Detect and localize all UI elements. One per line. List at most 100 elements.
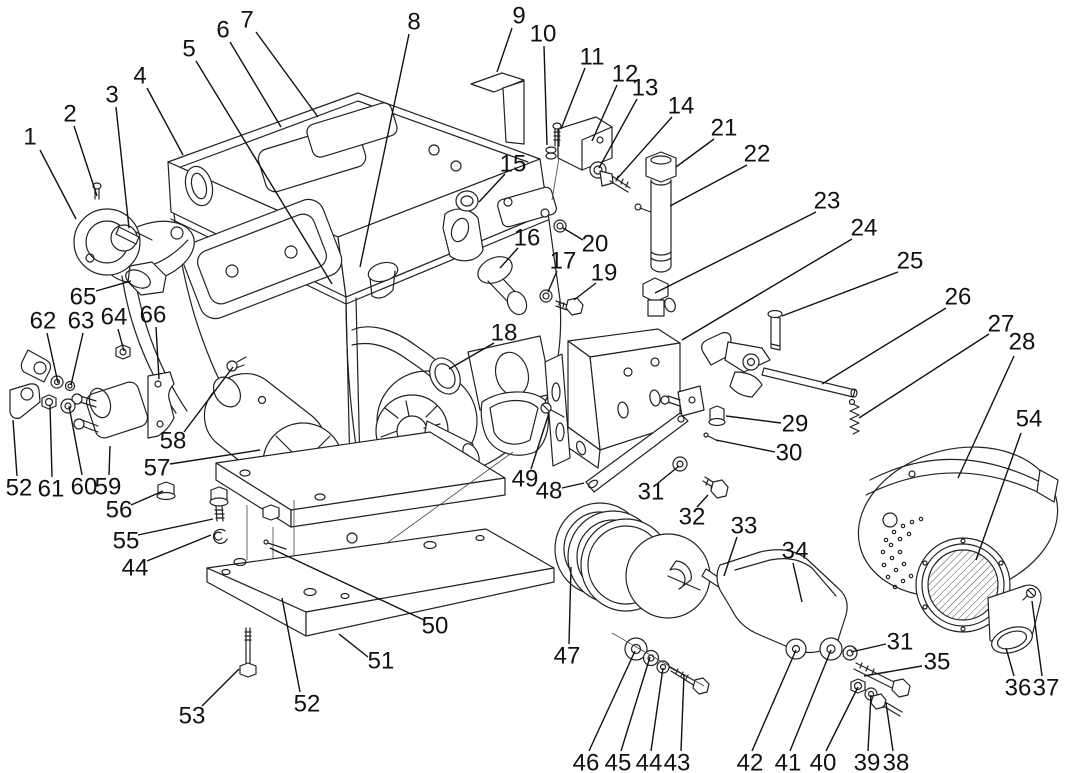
washer-45 xyxy=(642,649,660,667)
callout-number-16: 16 xyxy=(514,225,541,252)
leader-line-36 xyxy=(1005,647,1015,677)
washer-41 xyxy=(819,637,843,661)
e-ring-17 xyxy=(539,289,553,303)
callout-number-1: 1 xyxy=(23,124,36,151)
leader-line-29 xyxy=(725,415,782,424)
leader-line-13 xyxy=(598,98,638,169)
throttle-lever xyxy=(701,332,771,398)
louver-holes xyxy=(880,516,924,590)
callout-52-upper: 52 xyxy=(6,419,32,502)
leader-line-61 xyxy=(49,404,53,478)
callout-28: 28 xyxy=(957,329,1035,479)
dipstick xyxy=(367,261,399,299)
bolt-53 xyxy=(239,627,257,678)
leader-line-23 xyxy=(654,211,817,294)
washer-63 xyxy=(64,380,76,392)
leader-line-1 xyxy=(39,149,77,220)
callout-number-44-lower: 44 xyxy=(636,750,663,773)
leader-line-14 xyxy=(615,116,673,181)
strap-48 xyxy=(585,412,689,493)
callout-41: 41 xyxy=(775,649,832,773)
leader-line-63 xyxy=(70,332,84,386)
callout-number-41: 41 xyxy=(775,750,802,773)
leader-line-25 xyxy=(781,271,899,317)
callout-number-55: 55 xyxy=(113,528,140,555)
callout-49: 49 xyxy=(512,412,550,493)
leader-line-11 xyxy=(560,67,586,130)
rubber-boots xyxy=(9,349,52,419)
callout-number-19: 19 xyxy=(591,260,618,287)
callout-number-34: 34 xyxy=(782,538,809,565)
throttle-rod-26 xyxy=(761,367,858,398)
leader-line-53 xyxy=(201,668,240,707)
callout-32: 32 xyxy=(679,494,709,531)
callout-number-63: 63 xyxy=(68,308,95,335)
bolt-55 xyxy=(209,486,229,522)
callout-number-58: 58 xyxy=(160,428,187,455)
screw-37 xyxy=(1022,587,1037,601)
callout-number-44-upper: 44 xyxy=(122,555,149,582)
mount-bracket xyxy=(565,328,681,469)
callout-number-33: 33 xyxy=(731,513,758,540)
leader-line-24 xyxy=(681,238,853,341)
leader-line-19 xyxy=(573,282,597,301)
callout-number-15: 15 xyxy=(500,151,527,178)
callout-12: 12 xyxy=(591,61,638,142)
leader-line-20 xyxy=(562,227,584,241)
leader-line-64 xyxy=(117,328,125,352)
callout-number-13: 13 xyxy=(632,75,659,102)
leader-line-7 xyxy=(255,31,319,118)
e-clip-44 xyxy=(212,528,228,544)
callout-number-2: 2 xyxy=(63,101,76,128)
callout-33: 33 xyxy=(723,513,758,577)
leader-line-2 xyxy=(73,125,98,197)
lock-washer-31-lower xyxy=(842,645,858,661)
washer-42 xyxy=(785,638,807,660)
fuel-hose xyxy=(645,151,677,273)
clamp-58 xyxy=(226,356,247,372)
callout-number-27: 27 xyxy=(988,311,1015,338)
callout-number-4: 4 xyxy=(133,63,146,90)
callout-38: 38 xyxy=(883,702,909,773)
callout-number-18: 18 xyxy=(491,320,518,347)
callout-number-66: 66 xyxy=(140,302,167,329)
callout-4: 4 xyxy=(133,63,184,156)
base-plate-51 xyxy=(206,528,555,637)
callout-number-59: 59 xyxy=(95,474,122,501)
callout-number-57: 57 xyxy=(144,455,171,482)
callout-47: 47 xyxy=(554,566,580,670)
callout-number-31-lower: 31 xyxy=(887,629,914,656)
callout-number-61: 61 xyxy=(38,476,65,503)
muffler xyxy=(857,446,1059,654)
leader-line-28 xyxy=(957,355,1015,479)
callout-57: 57 xyxy=(144,449,261,482)
exhaust-outlet xyxy=(987,584,1042,654)
bolt-35 xyxy=(853,662,911,698)
leader-line-10 xyxy=(543,45,548,146)
callout-number-25: 25 xyxy=(897,248,924,275)
callout-number-22: 22 xyxy=(744,141,771,168)
assembly-axes xyxy=(246,451,514,573)
callout-number-35: 35 xyxy=(924,649,951,676)
pulley xyxy=(554,502,711,619)
callout-number-32: 32 xyxy=(679,504,706,531)
callout-number-43: 43 xyxy=(664,750,691,773)
leader-line-16 xyxy=(499,247,519,269)
callout-56: 56 xyxy=(106,490,164,524)
heat-shield xyxy=(470,72,525,145)
leader-line-15 xyxy=(478,173,506,203)
bolt-38 xyxy=(870,693,903,717)
bracket-plate xyxy=(557,116,613,171)
nut-20 xyxy=(553,219,567,233)
callout-7: 7 xyxy=(240,7,319,118)
callout-55: 55 xyxy=(113,518,214,555)
leader-line-51 xyxy=(338,633,369,658)
callout-46: 46 xyxy=(573,650,636,773)
callout-number-10: 10 xyxy=(530,21,557,48)
elbow-fitting xyxy=(642,277,676,317)
callout-45: 45 xyxy=(605,656,651,773)
callout-number-64: 64 xyxy=(101,304,128,331)
